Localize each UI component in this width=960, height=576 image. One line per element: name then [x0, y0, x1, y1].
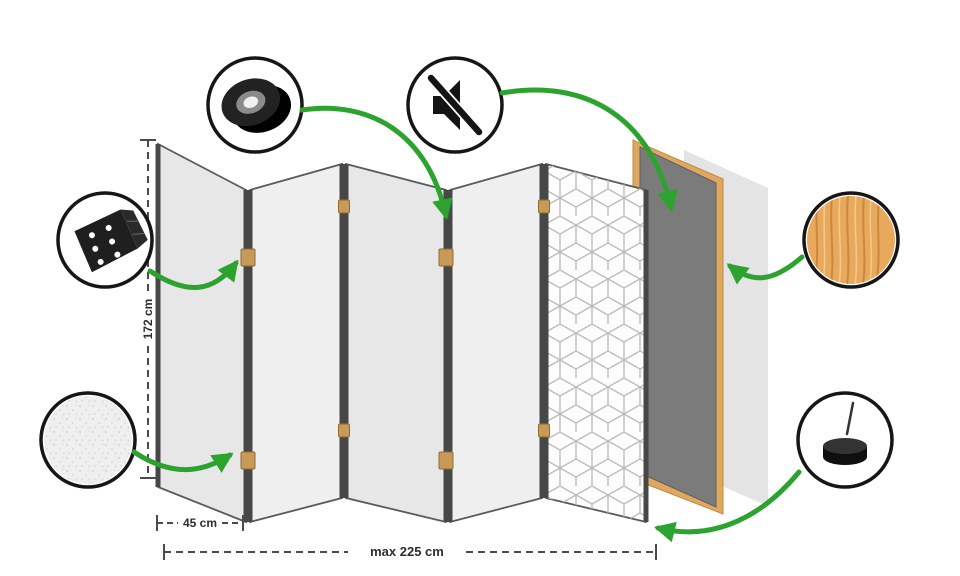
panel-width-dimension: 45 cm — [156, 515, 244, 531]
hinge — [438, 248, 454, 267]
hinge — [338, 199, 350, 214]
height-dimension: 172 cm — [140, 139, 156, 479]
callout-fleece — [39, 391, 137, 489]
hinge — [240, 451, 256, 470]
arrow-mute-to-core-panel — [499, 87, 678, 213]
tape-roll-icon — [221, 78, 292, 133]
panel-width-dimension-label: 45 cm — [183, 516, 217, 530]
muted-speaker-icon — [426, 73, 484, 137]
hinge — [338, 423, 350, 438]
pointer-arrows — [131, 87, 805, 543]
callout-tape — [206, 56, 304, 154]
arrow-tape-to-hinge-joint — [299, 105, 453, 221]
callout-mute — [406, 56, 504, 154]
callout-felt-pad — [796, 391, 894, 489]
fleece-texture-sample — [44, 396, 132, 484]
hinge — [538, 199, 550, 214]
panel-2 — [247, 162, 345, 524]
arrow-wood-to-frame — [726, 254, 805, 285]
panel-3 — [343, 162, 449, 524]
callout-wood — [802, 191, 900, 289]
hinges — [240, 199, 550, 470]
pattern-panel — [543, 162, 649, 524]
panel-4 — [447, 162, 545, 524]
felt-pad-icon — [823, 401, 867, 465]
height-dimension-label: 172 cm — [141, 299, 155, 340]
arrow-fleece-to-panel — [131, 449, 234, 473]
total-width-dimension: max 225 cm — [163, 544, 657, 560]
hinge — [240, 248, 256, 267]
wood-texture-sample — [807, 196, 895, 284]
hinge — [438, 451, 454, 470]
arrow-felt-to-base — [653, 469, 802, 543]
hinge-icon — [74, 209, 148, 273]
total-width-dimension-label: max 225 cm — [370, 544, 444, 559]
arrow-hinge-to-panel-joint — [147, 259, 239, 290]
hinge — [538, 423, 550, 438]
dark-core-panel — [639, 146, 717, 508]
callout-hinge — [56, 191, 154, 289]
